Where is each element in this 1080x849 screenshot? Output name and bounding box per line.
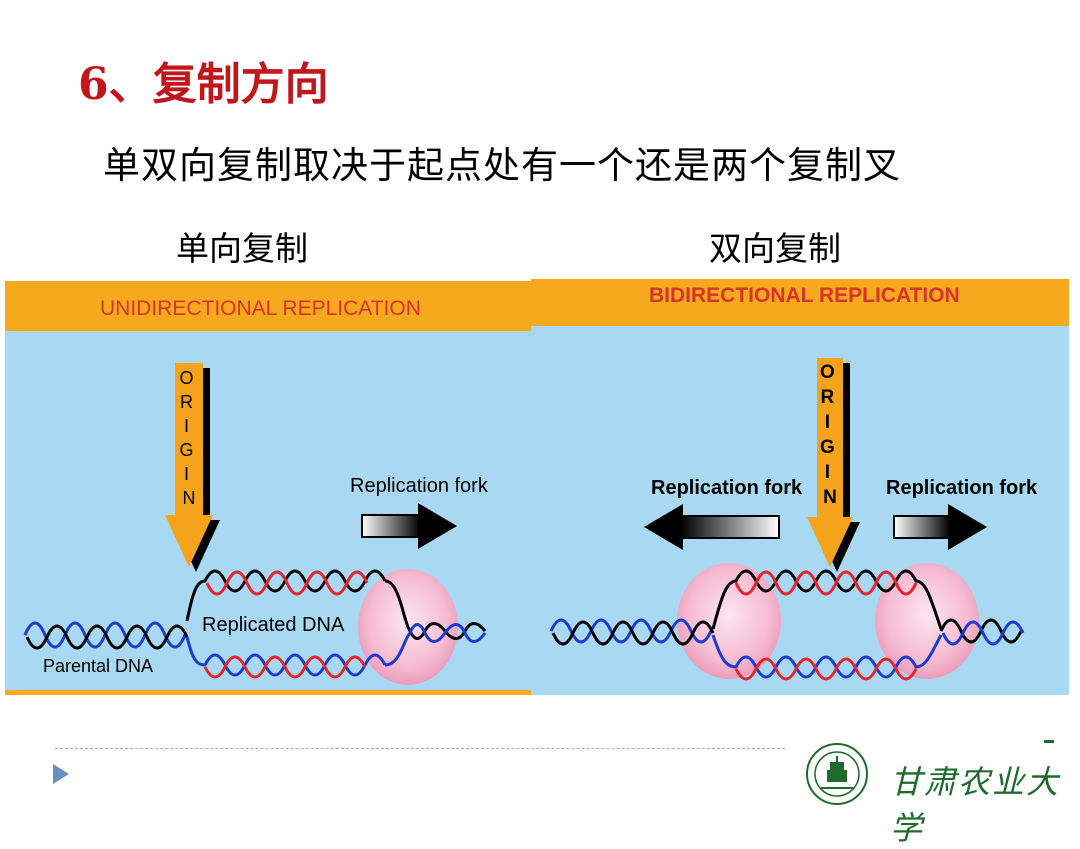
caption-unidirectional: 单向复制 <box>176 229 308 268</box>
fork-label-right: Replication fork <box>886 477 1038 499</box>
unidirectional-diagram: UNIDIRECTIONAL REPLICATION O R I G I N R… <box>5 281 531 695</box>
origin-letter: G <box>820 437 835 458</box>
bidirectional-diagram: BIDIRECTIONAL REPLICATION O R I G I N Re… <box>531 279 1069 695</box>
replicated-dna-label: Replicated DNA <box>202 614 345 636</box>
university-seal-icon <box>803 742 871 810</box>
parental-dna-label: Parental DNA <box>43 656 153 676</box>
origin-letter: I <box>825 412 830 433</box>
svg-text:O R I: O R I G I N <box>820 362 840 508</box>
footer-divider <box>55 748 785 749</box>
origin-letter: I <box>184 416 189 436</box>
panel-header-bar <box>5 281 531 331</box>
fork-label: Replication fork <box>350 475 489 497</box>
slide-subtitle: 单双向复制取决于起点处有一个还是两个复制叉 <box>103 144 901 187</box>
university-name: 甘肃农业大学 <box>890 763 1061 847</box>
left-enzyme-bubble <box>677 563 781 679</box>
header-text: BIDIRECTIONAL REPLICATION <box>649 284 960 307</box>
origin-letter: O <box>820 362 835 383</box>
corner-decoration <box>1044 740 1054 743</box>
origin-letter: N <box>183 488 196 508</box>
fork-label-left: Replication fork <box>651 477 803 499</box>
panel-header-bar <box>531 279 1069 326</box>
fork-arrow-left <box>644 504 780 550</box>
origin-letter: R <box>180 392 193 412</box>
origin-letter: R <box>820 387 834 408</box>
next-slide-icon[interactable] <box>53 764 69 784</box>
svg-text:O R I: O R I G I N <box>179 368 198 508</box>
origin-arrow: O R I G I N <box>165 363 220 572</box>
origin-letter: O <box>179 368 193 388</box>
header-text: UNIDIRECTIONAL REPLICATION <box>100 297 421 320</box>
fork-direction-arrow <box>361 503 457 549</box>
fork-arrow-right <box>893 504 987 550</box>
caption-bidirectional: 双向复制 <box>709 229 841 268</box>
origin-letter: I <box>184 464 189 484</box>
origin-letter: G <box>179 440 193 460</box>
origin-arrow: O R I G I N <box>807 358 860 572</box>
origin-letter: I <box>825 462 830 483</box>
origin-letter: N <box>823 487 837 508</box>
slide-title: 6、复制方向 <box>78 59 329 110</box>
